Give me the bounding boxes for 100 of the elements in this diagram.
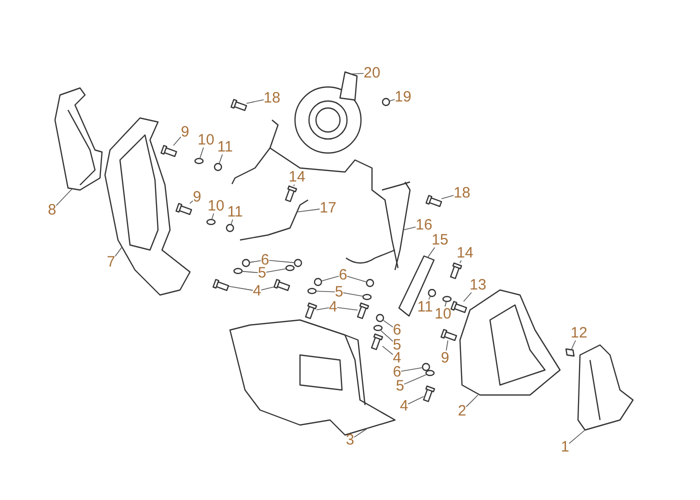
callout-number: 9 [192,190,202,204]
callout-number: 3 [346,432,354,448]
bolt [357,302,370,320]
callout-number: 11 [417,300,433,314]
callout-number: 12 [570,326,588,340]
leader-line [249,260,262,263]
leader-line [260,286,275,290]
callout-number: 4 [400,398,408,414]
leader-line [380,330,394,342]
callout-number: 10 [208,198,224,214]
bolt [212,278,230,291]
washer [307,288,317,294]
leader-line [383,320,394,328]
leader-line [342,292,364,297]
leader-line [466,394,478,408]
leader-line [114,246,122,257]
leader-line [56,188,72,206]
bolt [450,300,468,313]
callout-number: 19 [394,90,412,104]
callout-number: 6 [392,322,402,338]
callout-number: 11 [217,140,233,154]
leader-line [446,340,448,351]
leader-line [336,307,358,311]
leader-line [266,268,286,273]
leader-line [293,184,295,187]
leader-line [296,208,320,212]
nut [214,162,222,172]
bolt [450,262,462,280]
leader-line [571,340,576,350]
cover-panel [577,344,634,431]
leader-line [321,276,340,282]
leader-line [428,296,431,300]
leader-line [463,292,472,302]
leader-line [428,247,436,258]
leader-line [211,213,214,220]
bracket [398,255,435,317]
callout-number: 16 [416,218,432,232]
leader-line [316,290,336,292]
callout-number: 20 [364,66,380,80]
callout-number: 17 [320,200,336,216]
callout-number: 18 [454,186,470,200]
bolt [305,302,318,320]
washer [362,294,372,300]
leader-line [460,260,462,264]
washer [442,296,452,302]
callout-number: 6 [338,268,348,282]
leader-line [408,396,424,404]
callout-number: 18 [264,90,280,106]
nut [314,278,322,286]
leader-line [268,260,295,264]
washer [233,268,243,274]
bolt [176,202,192,215]
cover-panel [459,289,561,396]
callout-number: 5 [392,338,402,352]
washer [194,158,204,164]
callout-number: 4 [328,300,338,314]
washer [206,218,216,226]
leader-line [189,200,194,204]
nut [422,362,430,372]
leader-line [316,307,330,310]
callout-number: 11 [227,204,243,220]
cover-panel [54,87,103,191]
leader-line [218,154,223,164]
leader-line [400,367,423,372]
callout-number: 5 [334,284,344,300]
bolt [423,386,436,402]
leader-line [199,147,204,159]
callout-number: 9 [440,350,450,366]
leader-line [568,430,586,444]
leader-line [444,301,447,307]
callout-number: 2 [458,404,466,418]
leader-line [382,346,394,356]
callout-number: 6 [392,364,402,380]
bolt [274,278,290,291]
leader-line [230,219,234,225]
leader-line [389,99,396,102]
callout-number: 13 [470,278,486,292]
callout-number: 10 [434,306,452,322]
callout-number: 14 [456,246,474,260]
nut [226,224,234,232]
callout-number: 4 [252,284,262,298]
callout-number: 1 [560,440,570,454]
bolt [426,194,442,207]
callout-number: 6 [260,252,270,268]
bolt [230,98,248,111]
leader-line [246,99,264,104]
leader-line [346,276,367,282]
nut [428,288,436,298]
washer [373,324,383,332]
leader-line [404,374,426,385]
callout-number: 7 [106,254,116,270]
leader-line [441,194,454,200]
nut [382,98,390,106]
bolt [371,334,384,350]
nut [366,278,374,288]
callout-number: 5 [258,266,266,280]
callout-number: 5 [396,378,404,394]
callout-number: 10 [198,132,214,148]
clip [565,348,575,357]
washer [425,370,435,376]
